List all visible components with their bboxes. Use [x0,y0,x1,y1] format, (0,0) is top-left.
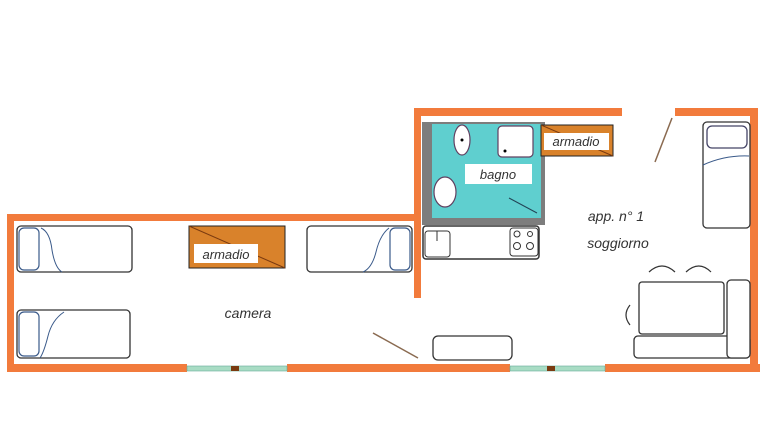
window [186,365,288,372]
wall-camera-top [7,214,420,221]
room-label-bagno: bagno [480,167,516,182]
wall-left [7,214,14,372]
window [509,365,606,372]
kitchen-counter [422,225,540,260]
wardrobe-bagno: armadio [540,124,614,157]
bed [16,309,131,359]
wall-bottom-3 [605,364,760,372]
wall-partition [414,108,421,298]
wall-top-1 [414,108,622,116]
stove [509,227,539,257]
bed [702,121,751,229]
door [372,332,419,359]
bathroom: bagno [422,122,545,225]
coffee-table [432,335,513,361]
room-label-app: app. n° 1 [588,208,644,224]
bed [16,225,133,273]
sofa [633,279,751,359]
toilet [433,176,457,208]
wardrobe-camera: armadio [188,225,286,269]
wardrobe-label: armadio [203,247,250,262]
wall-top-2 [675,108,758,116]
bed [306,225,413,273]
shower [497,125,534,158]
door [654,117,673,163]
chairs [625,265,712,326]
wall-right [750,110,758,372]
room-label-soggiorno: soggiorno [587,235,649,251]
wall-bottom-1 [7,364,187,372]
wardrobe-label: armadio [553,134,600,149]
room-label-camera: camera [225,305,272,321]
wall-bottom-2 [287,364,510,372]
walls [7,108,760,372]
